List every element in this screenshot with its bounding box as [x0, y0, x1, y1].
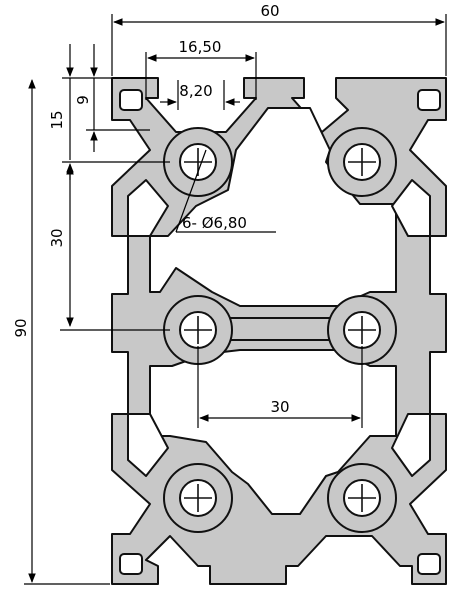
corner-hole-bottom-right — [417, 553, 441, 575]
bore-bottom-right — [327, 463, 397, 533]
label-offset-9: 9 — [74, 95, 92, 105]
left-lower-slot — [127, 413, 169, 477]
label-hole-spec: 6- Ø6,80 — [182, 214, 247, 232]
bore-bottom-left — [163, 463, 233, 533]
label-overall-height: 90 — [12, 318, 30, 337]
interior-cavities — [127, 107, 431, 515]
corner-hole-top-left — [119, 89, 143, 111]
center-bores — [163, 127, 397, 533]
bore-mid-right — [327, 295, 397, 365]
label-slot-opening: 16,50 — [179, 38, 222, 56]
corner-hole-bottom-left — [119, 553, 143, 575]
bore-top-left — [163, 127, 233, 197]
bore-mid-left — [163, 295, 233, 365]
dimension-lines — [24, 14, 447, 585]
label-slot-inner: 8,20 — [179, 82, 212, 100]
center-web — [223, 317, 337, 341]
right-lower-slot — [391, 413, 431, 477]
bore-top-right — [327, 127, 397, 197]
label-offset-15: 15 — [48, 110, 66, 129]
dimension-labels: 60 16,50 8,20 9 15 30 90 6- Ø6,80 30 — [12, 2, 290, 416]
corner-holes — [119, 89, 441, 575]
label-pitch-horizontal: 30 — [270, 398, 289, 416]
lower-central-cavity — [149, 349, 397, 515]
label-pitch-vertical: 30 — [48, 228, 66, 247]
label-overall-width: 60 — [260, 2, 279, 20]
right-upper-slot — [391, 179, 431, 237]
left-upper-slot — [127, 179, 169, 237]
corner-hole-top-right — [417, 89, 441, 111]
